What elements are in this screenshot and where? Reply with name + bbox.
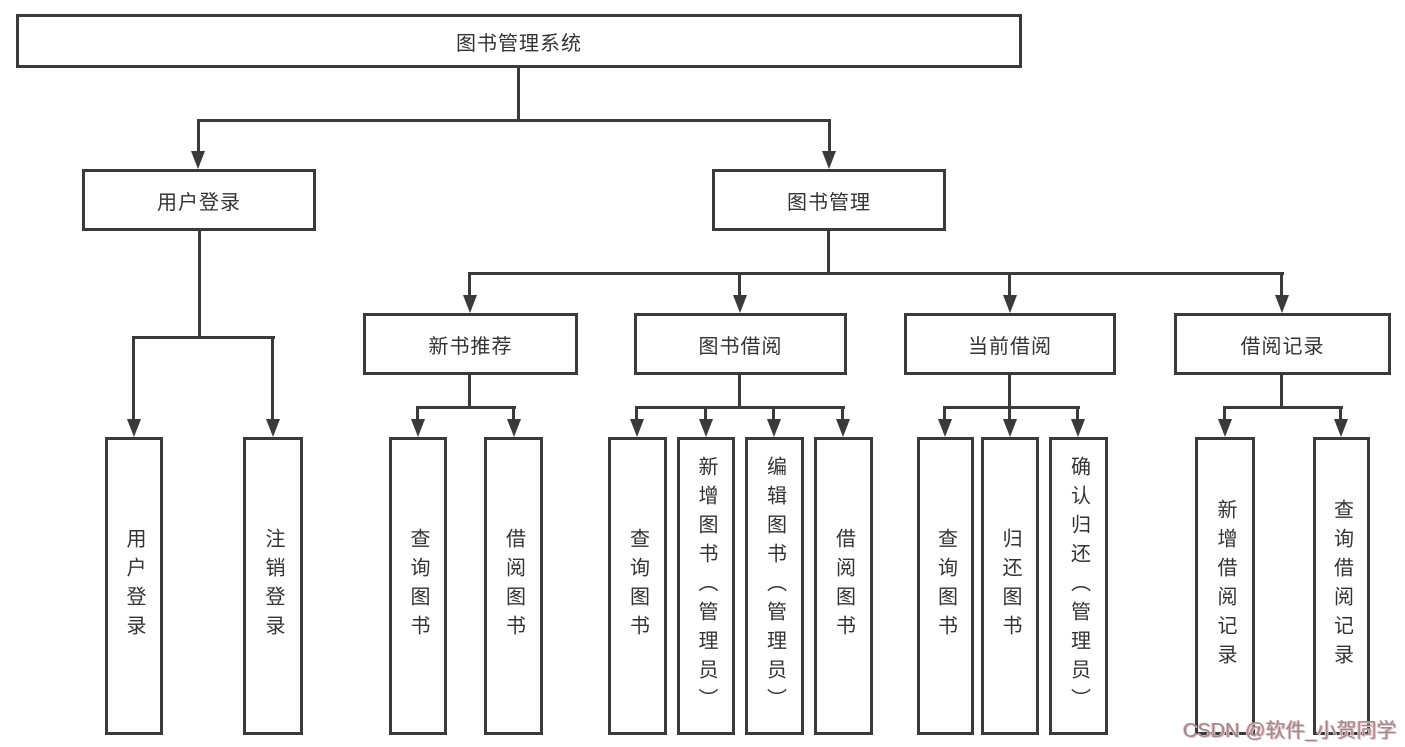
leaf-current-return-books: 归还图书 — [981, 437, 1039, 735]
connector-line — [133, 336, 275, 339]
connector-line — [1223, 406, 1343, 409]
connector-line — [271, 336, 274, 421]
arrowhead-down — [938, 419, 952, 437]
connector-line — [943, 406, 946, 423]
arrowhead-down — [822, 151, 836, 169]
leaf-borrowing-add-books-admin: 新增图书（管理员） — [677, 437, 735, 735]
connector-line — [197, 119, 200, 153]
arrowhead-down — [1334, 419, 1348, 437]
node-book-management: 图书管理 — [712, 169, 946, 231]
node-current-borrowing: 当前借阅 — [904, 313, 1116, 375]
connector-line — [198, 231, 201, 338]
arrowhead-down — [463, 295, 477, 313]
connector-line — [772, 406, 775, 423]
leaf-records-query-borrow-record: 查询借阅记录 — [1313, 437, 1370, 735]
connector-line — [828, 119, 831, 153]
connector-line — [1280, 375, 1283, 408]
connector-line — [416, 406, 516, 409]
connector-line — [1008, 272, 1011, 299]
leaf-borrowing-query-books: 查询图书 — [608, 437, 667, 735]
connector-line — [1076, 406, 1079, 423]
connector-line — [1008, 375, 1011, 408]
connector-line — [416, 406, 419, 423]
leaf-current-confirm-return-admin: 确认归还（管理员） — [1049, 437, 1108, 735]
arrowhead-down — [1071, 419, 1085, 437]
leaf-logout-login: 注销登录 — [243, 437, 303, 735]
arrowhead-down — [836, 419, 850, 437]
node-user-login: 用户登录 — [82, 169, 316, 231]
connector-line — [738, 272, 741, 299]
connector-line — [468, 272, 471, 299]
node-borrowing-records: 借阅记录 — [1174, 313, 1391, 375]
connector-line — [1280, 272, 1283, 299]
leaf-current-query-books: 查询图书 — [917, 437, 974, 735]
connector-line — [841, 406, 844, 423]
arrowhead-down — [699, 419, 713, 437]
arrowhead-down — [1003, 419, 1017, 437]
arrowhead-down — [507, 419, 521, 437]
connector-line — [132, 336, 135, 421]
arrowhead-down — [1003, 295, 1017, 313]
node-library-management-system: 图书管理系统 — [16, 14, 1022, 68]
connector-line — [517, 68, 520, 122]
leaf-borrowing-edit-books-admin: 编辑图书（管理员） — [745, 437, 804, 735]
connector-line — [512, 406, 515, 423]
arrowhead-down — [1218, 419, 1232, 437]
leaf-records-add-borrow-record: 新增借阅记录 — [1195, 437, 1255, 735]
connector-line — [1339, 406, 1342, 423]
arrowhead-down — [191, 151, 205, 169]
leaf-recommend-borrow-books: 借阅图书 — [484, 437, 543, 735]
leaf-borrowing-borrow-books: 借阅图书 — [814, 437, 873, 735]
arrowhead-down — [630, 419, 644, 437]
connector-line — [738, 375, 741, 408]
leaf-recommend-query-books: 查询图书 — [389, 437, 447, 735]
arrowhead-down — [266, 419, 280, 437]
connector-line — [827, 231, 830, 274]
connector-line — [635, 406, 845, 409]
connector-line — [1223, 406, 1226, 423]
csdn-watermark: CSDN @软件_小贺同学 — [1183, 720, 1397, 742]
arrowhead-down — [127, 419, 141, 437]
arrowhead-down — [1275, 295, 1289, 313]
arrowhead-down — [733, 295, 747, 313]
node-new-book-recommend: 新书推荐 — [363, 313, 578, 375]
connector-line — [468, 375, 471, 408]
node-book-borrowing: 图书借阅 — [634, 313, 847, 375]
arrowhead-down — [411, 419, 425, 437]
arrowhead-down — [767, 419, 781, 437]
connector-line — [1008, 406, 1011, 423]
leaf-user-login: 用户登录 — [105, 437, 163, 735]
connector-line — [943, 406, 1080, 409]
connector-line — [635, 406, 638, 423]
connector-line — [197, 119, 831, 122]
connector-line — [704, 406, 707, 423]
connector-line — [469, 272, 1284, 275]
